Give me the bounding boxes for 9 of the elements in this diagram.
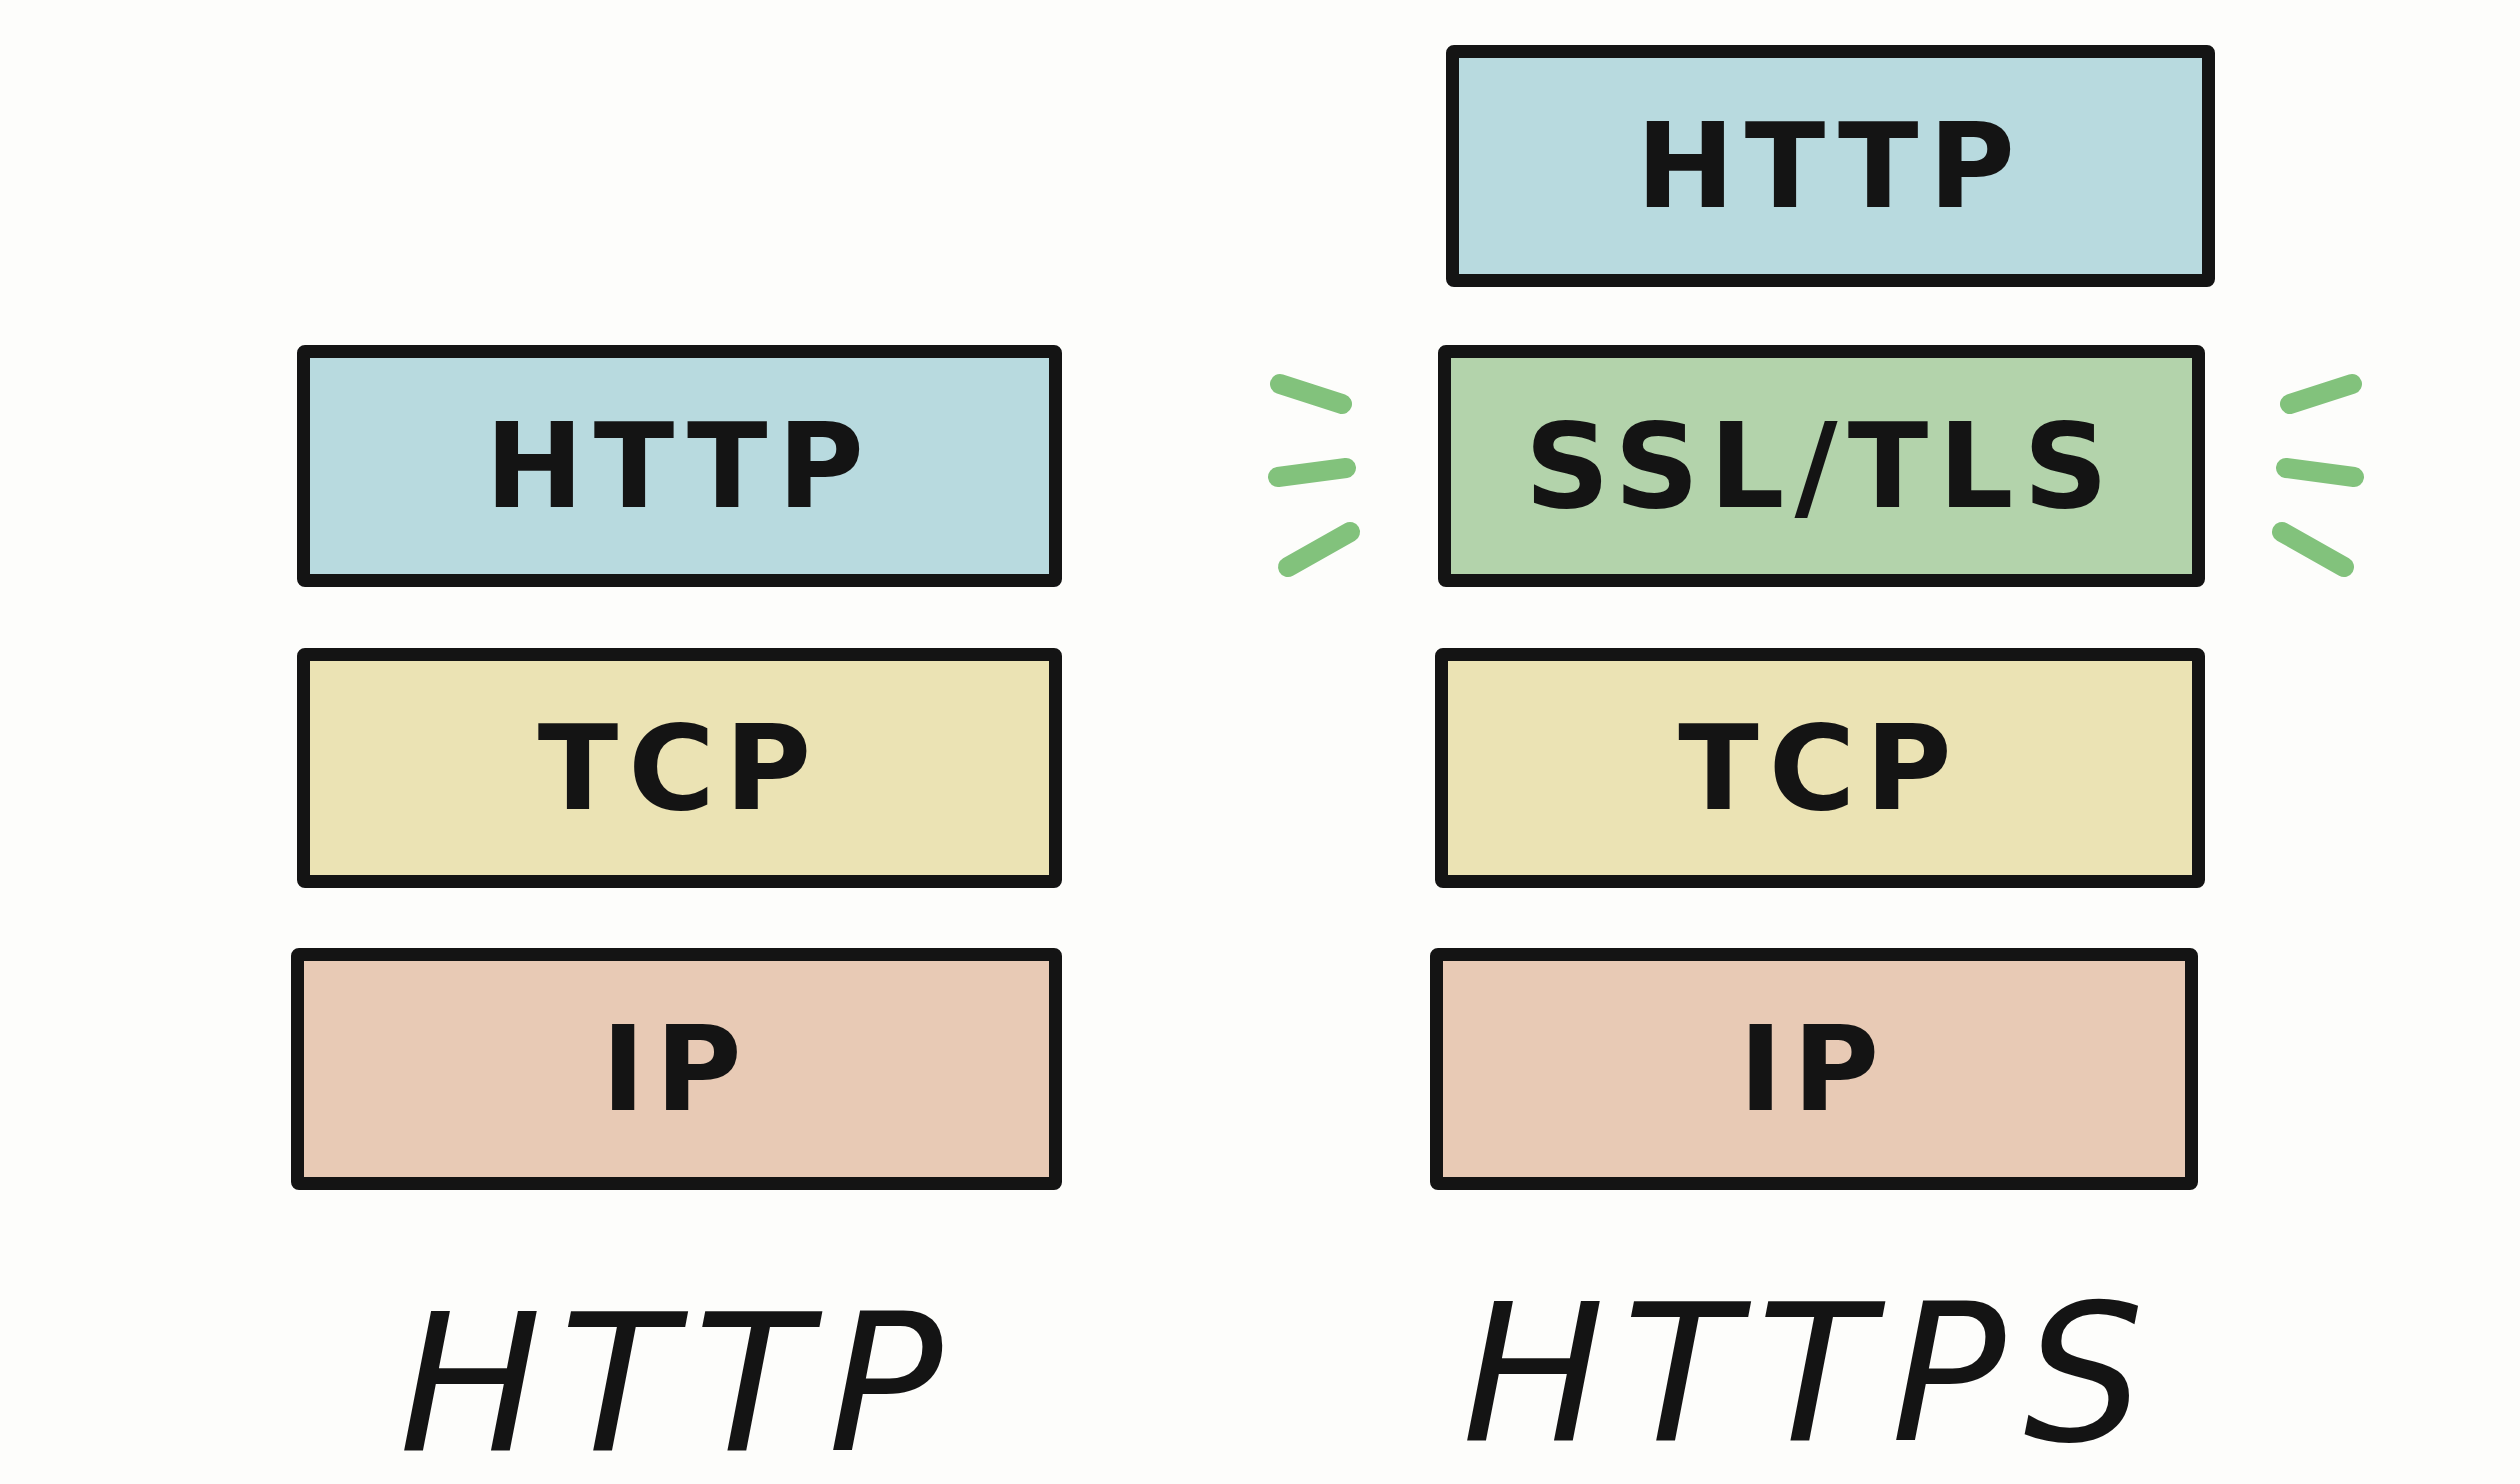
protocol-layer-box: HTTP <box>297 345 1062 587</box>
protocol-layer-box: IP <box>1430 948 2198 1190</box>
stack-caption: HTTP <box>399 1290 961 1480</box>
protocol-layer-box: SSL/TLS <box>1438 345 2205 587</box>
stack-caption: HTTPS <box>1462 1280 2163 1470</box>
protocol-layer-box: TCP <box>1435 648 2205 888</box>
protocol-layer-box: IP <box>291 948 1062 1190</box>
protocol-layer-box: HTTP <box>1446 45 2215 287</box>
protocol-layer-box: TCP <box>297 648 1062 888</box>
